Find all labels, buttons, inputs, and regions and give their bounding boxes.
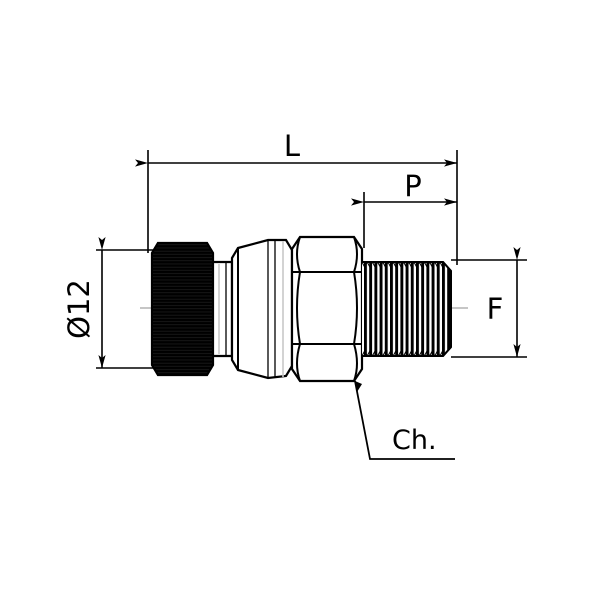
sleeve-neck xyxy=(211,260,234,358)
dimension-label-P: P xyxy=(404,169,422,203)
dimension-F: F xyxy=(451,247,527,358)
dimension-label-F: F xyxy=(487,292,504,326)
dimension-label-L: L xyxy=(284,129,300,163)
male-thread xyxy=(361,261,452,357)
coupling-body xyxy=(230,238,294,380)
dimension-P: P xyxy=(351,169,457,248)
hexagon-nut xyxy=(290,235,364,383)
dimension-label-diameter-12: Ø12 xyxy=(62,279,96,339)
leader-arrowhead xyxy=(355,381,362,392)
callout-Ch: Ch. xyxy=(354,380,455,460)
callout-label-Ch: Ch. xyxy=(392,425,437,456)
dimension-diameter-12: Ø12 xyxy=(62,237,160,369)
knurled-sleeve xyxy=(150,241,215,377)
dimension-L: L xyxy=(135,129,458,265)
